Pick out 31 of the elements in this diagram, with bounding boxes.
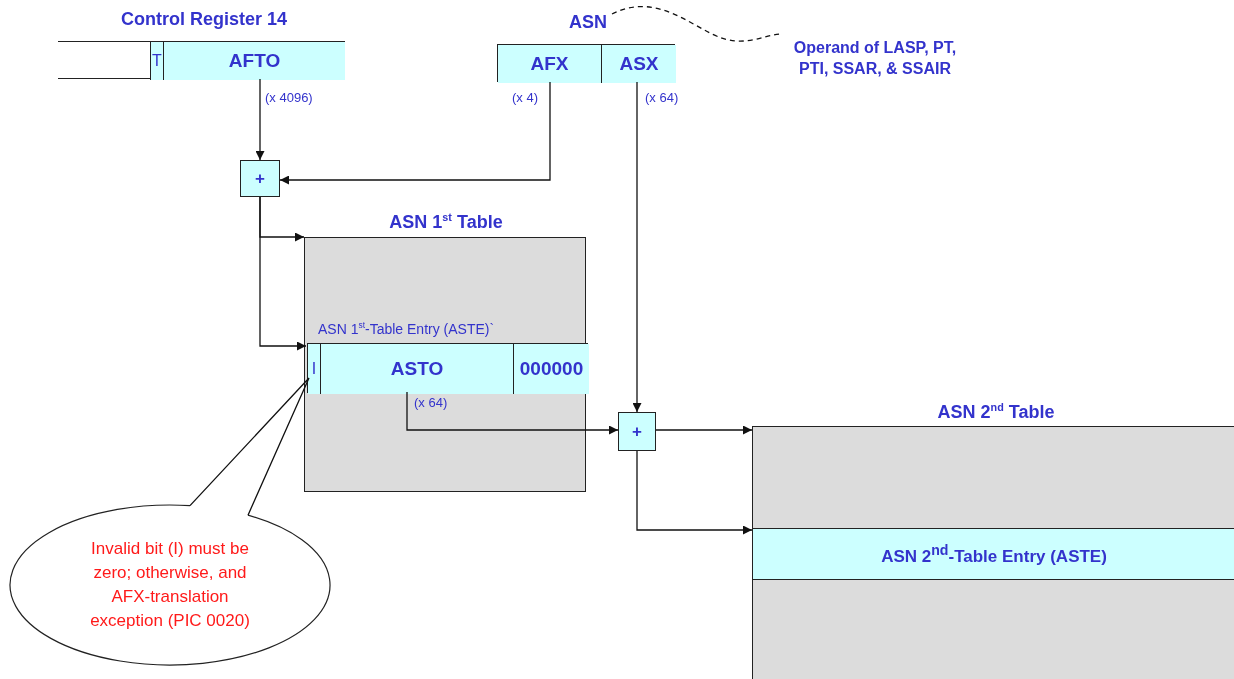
- arrow: [255, 78, 265, 161]
- entry-label: ASN 1$^{st}$-Table Entry (ASTE)`: [318, 320, 496, 337]
- arrow: [636, 450, 753, 535]
- arrow: [406, 391, 619, 435]
- adder-box: +: [240, 160, 280, 197]
- register-label: Control Register 14: [119, 9, 288, 30]
- arrow: [632, 81, 642, 413]
- leader-line: [611, 5, 781, 42]
- edge-label: (x 4): [512, 90, 538, 105]
- callout-pointer: [189, 377, 310, 516]
- arrow: [655, 425, 753, 435]
- register-field: I: [308, 344, 320, 394]
- callout-bubble: [10, 505, 330, 665]
- register-field: 000000: [513, 344, 589, 394]
- table-title: ASN 2$^{nd}$ Table: [936, 401, 1056, 423]
- table-title: ASN 1$^{st}$ Table: [388, 211, 504, 233]
- register-field: ASTO: [320, 344, 513, 394]
- edge-label: (x 64): [414, 395, 448, 410]
- edge-label: (x 4096): [265, 90, 313, 105]
- register-field: AFX: [498, 45, 601, 83]
- callout-text: Invalid bit (I) must be zero; otherwise, and AFX-translation exception (PIC 0020): [89, 538, 251, 632]
- adder-box: +: [618, 412, 656, 451]
- register-field: AFTO: [163, 42, 345, 80]
- arrow: [259, 196, 307, 351]
- note-text: Operand of LASP, PT, PTI, SSAR, & SSAIR: [780, 34, 970, 82]
- edge-label: (x 64): [645, 90, 679, 105]
- register-field: ASX: [601, 45, 676, 83]
- register-label: ASN: [568, 12, 608, 33]
- register-field: T: [150, 42, 163, 80]
- arrow: [279, 81, 551, 185]
- table-entry: ASN 2$^{nd}$-Table Entry (ASTE): [753, 528, 1234, 580]
